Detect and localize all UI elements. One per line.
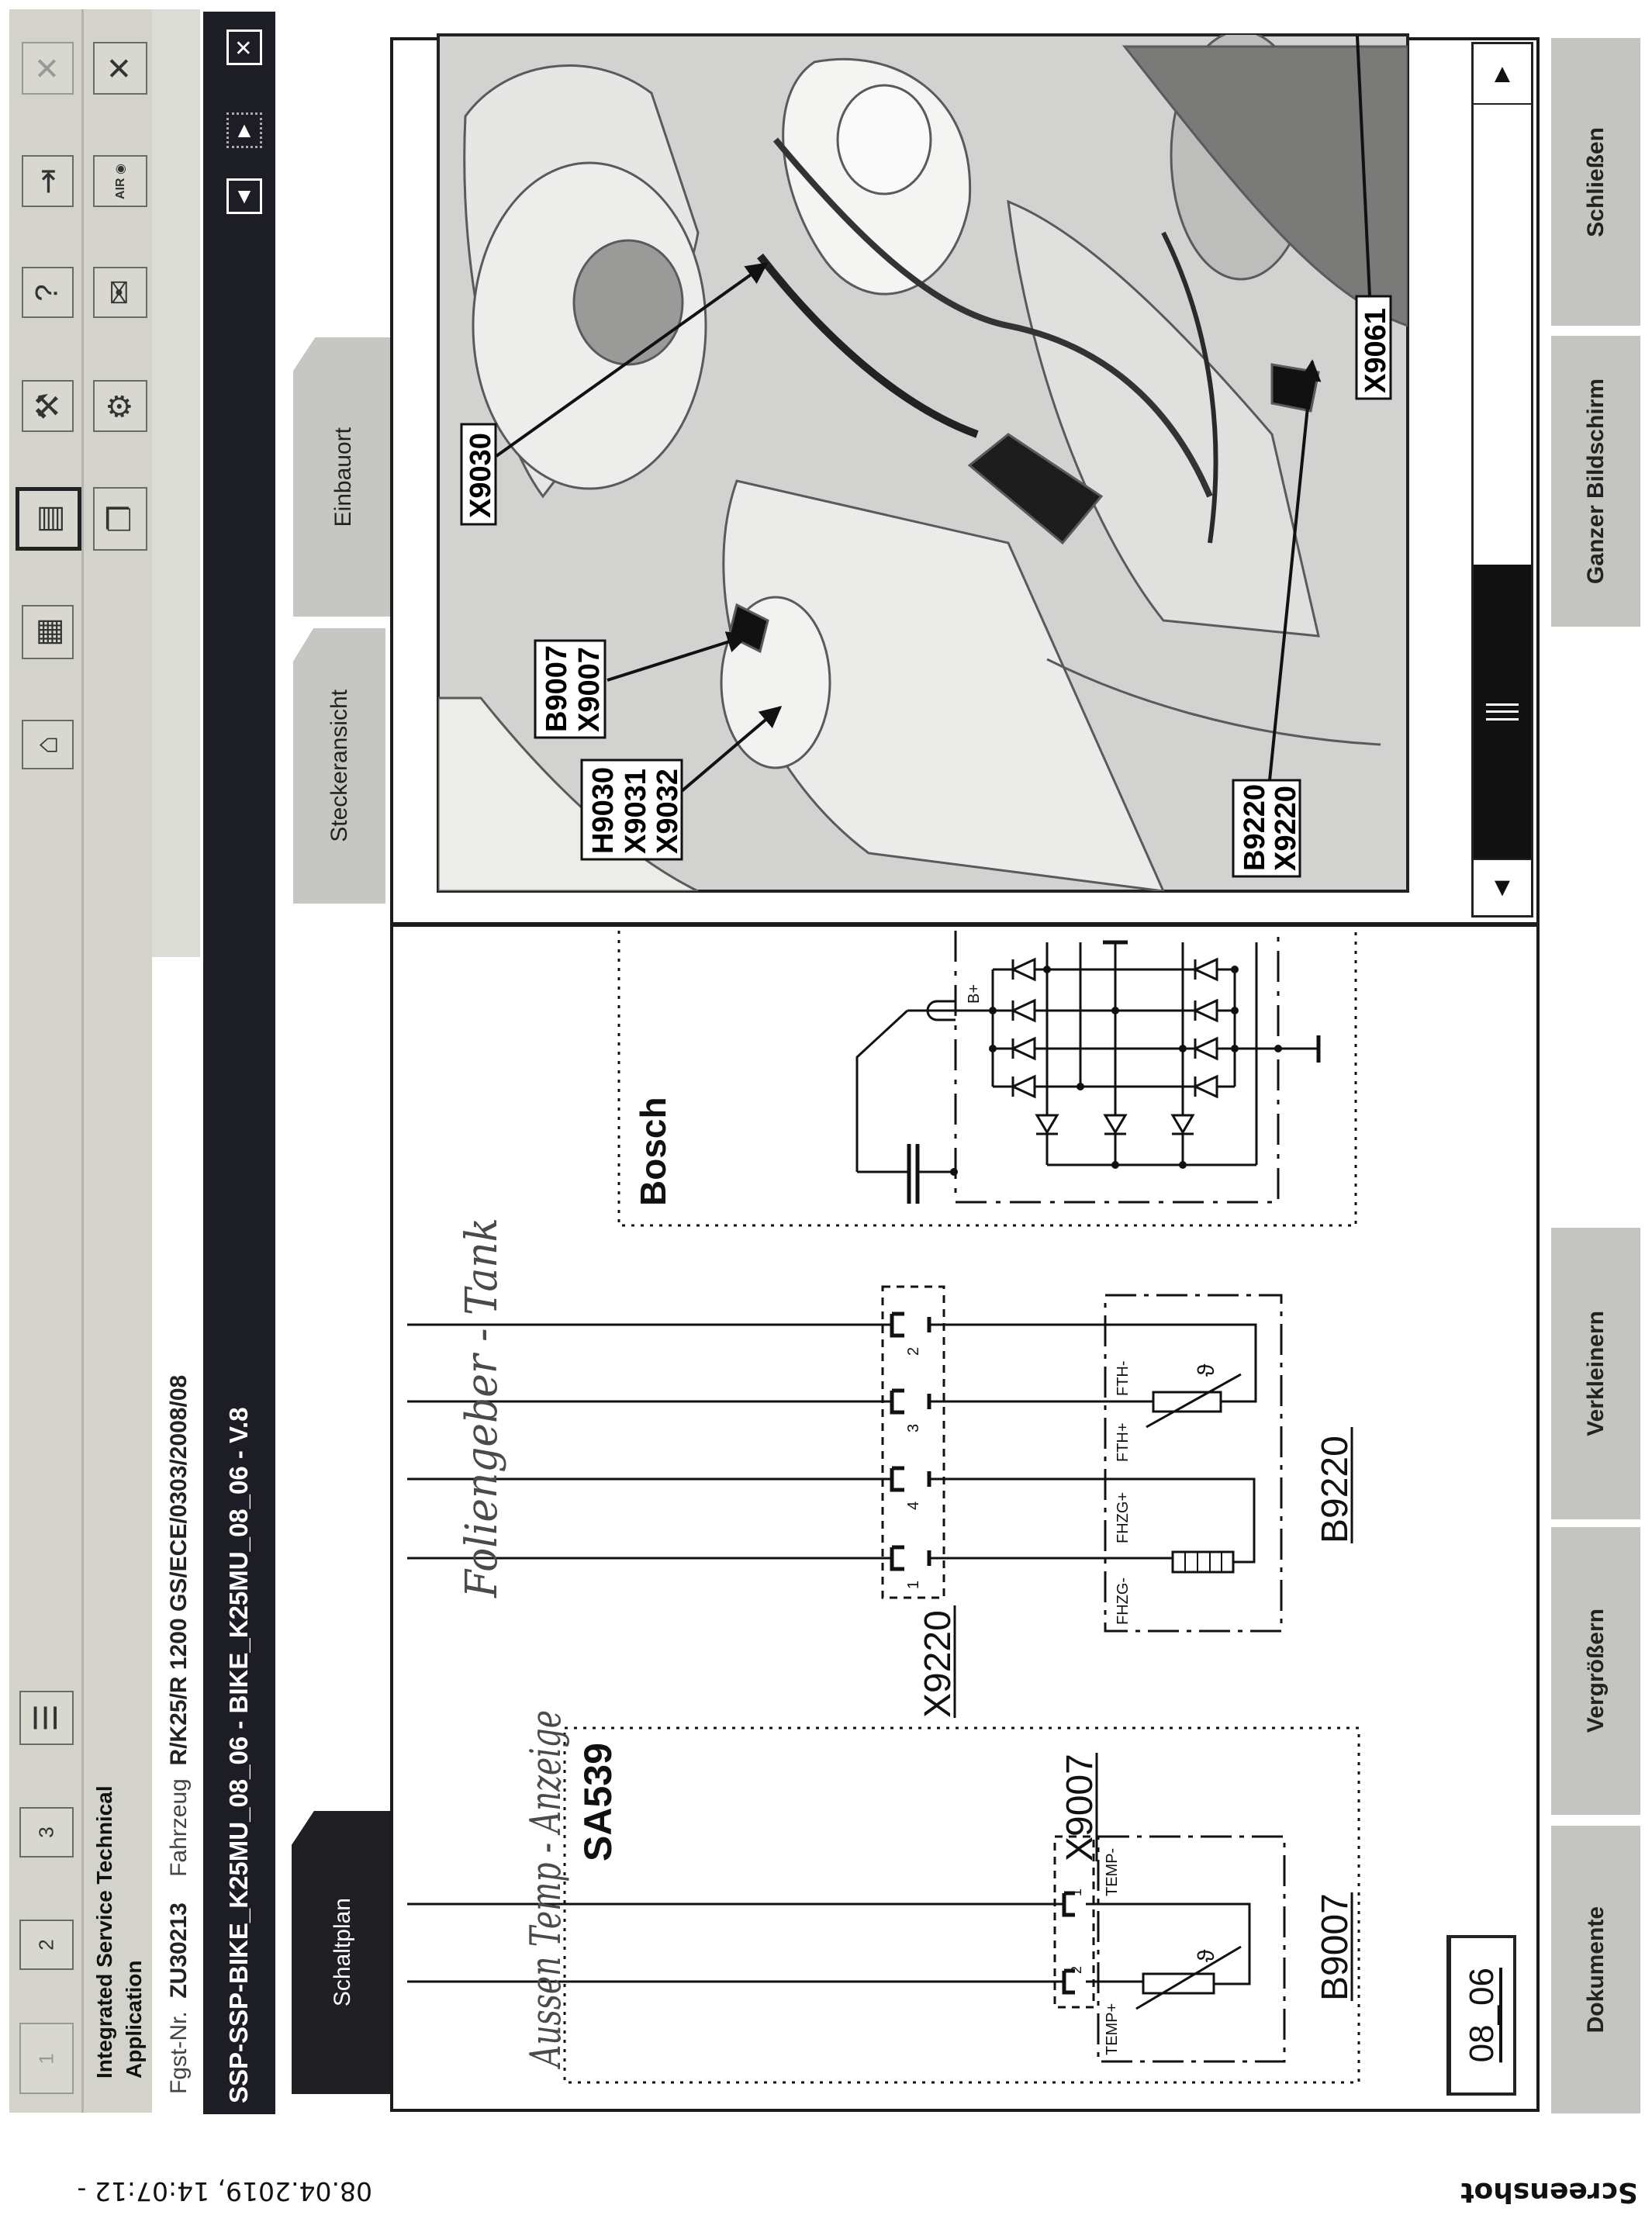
b9007-label: B9007: [1315, 1893, 1356, 2001]
svg-text:FTH+: FTH+: [1115, 1422, 1132, 1462]
close-icon[interactable]: ✕: [93, 42, 147, 95]
svg-text:3: 3: [905, 1424, 922, 1432]
close-disabled-icon: ✕: [22, 42, 74, 95]
svg-text:2: 2: [1069, 1966, 1084, 1974]
svg-text:FHZG-: FHZG-: [1115, 1578, 1132, 1625]
svg-text:ϑ: ϑ: [1194, 1363, 1219, 1377]
window-button-1[interactable]: 1: [19, 2023, 74, 2094]
gear-icon[interactable]: ⚙: [93, 380, 147, 432]
bplus-label: B+: [966, 984, 983, 1004]
wrench-icon[interactable]: ⚒: [22, 380, 74, 432]
close-document-button[interactable]: ✕: [226, 29, 262, 65]
wire: [407, 1477, 1256, 1564]
fuel-temp-sensor: [1152, 1391, 1222, 1413]
home-icon[interactable]: ⌂: [22, 720, 74, 769]
copy-icon[interactable]: ❐: [93, 487, 147, 551]
capacitor: [907, 1144, 920, 1204]
ganzer-bildschirm-button[interactable]: Ganzer Bildschirm: [1551, 336, 1640, 627]
svg-text:4: 4: [905, 1502, 922, 1510]
wire: [407, 1902, 1251, 1985]
step-icon[interactable]: ⇥: [22, 155, 74, 207]
callout-h9030-x9031-x9032: H9030 X9031 X9032: [580, 759, 684, 861]
scroll-up-button[interactable]: ▲: [1474, 44, 1531, 105]
callout-b9220-x9220: B9220 X9220: [1232, 779, 1302, 878]
air-gauge-icon[interactable]: AIR ◉: [93, 155, 147, 207]
installation-photo[interactable]: X9030 B9007 X9007 H9030 X9031 X9032 B922…: [437, 31, 1409, 893]
window-button-2[interactable]: 2: [19, 1920, 74, 1970]
connector-pins: [890, 1311, 931, 1571]
scroll-down-button[interactable]: ▼: [1474, 859, 1531, 915]
schematic-labels: Bosch B+ X9220 2 3 4 1 B9220 FTH- FTH+ F…: [576, 984, 1356, 2055]
callout-b9007-x9007: B9007 X9007: [534, 639, 607, 739]
verkleinern-button[interactable]: Verkleinern: [1551, 1228, 1640, 1519]
annotation-fuel-tank: Foliengeber - Tank: [457, 1218, 507, 1598]
b9220-label: B9220: [1315, 1436, 1356, 1543]
tab-einbauort[interactable]: Einbauort: [293, 337, 393, 617]
b9007-box: [1097, 1835, 1286, 2063]
next-page-button[interactable]: ▲: [226, 112, 262, 148]
rectifier-bridge: [950, 940, 1321, 1176]
help-icon[interactable]: ?: [22, 267, 74, 318]
tab-schaltplan[interactable]: Schaltplan: [292, 1811, 393, 2094]
grip-icon: [1486, 703, 1519, 721]
fuel-level-heater: [1171, 1550, 1235, 1574]
svg-text:TEMP-: TEMP-: [1104, 1848, 1121, 1896]
toolbar: [9, 9, 152, 2113]
document-view-icon[interactable]: ▤: [16, 487, 81, 551]
window-button-3[interactable]: 3: [19, 1807, 74, 1858]
scroll-thumb[interactable]: [1474, 565, 1531, 859]
wiring-schematic: [407, 931, 1360, 2084]
svg-text:FTH-: FTH-: [1115, 1360, 1132, 1396]
x9007-label: X9007: [1059, 1754, 1101, 1861]
document-icon[interactable]: ▦: [22, 605, 74, 659]
list-icon[interactable]: ☰: [19, 1691, 74, 1745]
svg-text:X9061: X9061: [1360, 308, 1392, 393]
callout-x9061: X9061: [1355, 295, 1392, 400]
svg-text:B9220: B9220: [1239, 784, 1271, 871]
wire: [407, 1323, 1257, 1403]
svg-text:FHZG+: FHZG+: [1115, 1492, 1132, 1543]
prev-page-button[interactable]: ▼: [226, 178, 262, 214]
handwritten-annotations: Foliengeber - Tank Aussen Temp - Anzeige: [457, 1218, 570, 2070]
svg-text:X9220: X9220: [1270, 786, 1302, 871]
svg-text:X9007: X9007: [573, 647, 606, 732]
annotation-outside-temp: Aussen Temp - Anzeige: [521, 1710, 570, 2070]
schliessen-button[interactable]: Schließen: [1551, 38, 1640, 326]
svg-text:2: 2: [905, 1347, 922, 1356]
document-title-bar: [203, 12, 275, 2114]
tab-steckeransicht[interactable]: Steckeransicht: [293, 628, 385, 904]
dokumente-button[interactable]: Dokumente: [1551, 1826, 1640, 2113]
x9220-box: [881, 1285, 945, 1599]
svg-text:H9030: H9030: [587, 767, 620, 854]
header-gray-area: [152, 9, 200, 957]
svg-text:1: 1: [905, 1581, 922, 1589]
sa539-box: [563, 1726, 1360, 2084]
svg-text:X9030: X9030: [465, 433, 497, 518]
svg-text:1: 1: [1069, 1889, 1084, 1896]
x9007-box: [1053, 1835, 1095, 2009]
callout-x9030: X9030: [460, 423, 497, 526]
panel-divider: [390, 922, 1540, 927]
bosch-inner-box: [954, 931, 1280, 1204]
svg-text:B9007: B9007: [541, 645, 573, 732]
vergroessern-button[interactable]: Vergrößern: [1551, 1527, 1640, 1815]
bplus-terminal: [907, 1000, 993, 1021]
x9220-label: X9220: [918, 1610, 959, 1718]
page-number: 08_06: [1446, 1935, 1516, 2096]
connector-pins: [1062, 1891, 1075, 1995]
svg-text:ϑ: ϑ: [1194, 1949, 1219, 1962]
bosch-box: [617, 931, 1357, 1227]
sa539-label: SA539: [576, 1743, 620, 1861]
toolbar-divider: [81, 9, 84, 2113]
bosch-label: Bosch: [633, 1097, 673, 1206]
mail-icon[interactable]: ✉: [93, 267, 147, 318]
svg-text:X9032: X9032: [651, 769, 684, 854]
svg-text:TEMP+: TEMP+: [1104, 2003, 1121, 2055]
svg-text:X9031: X9031: [620, 769, 652, 854]
